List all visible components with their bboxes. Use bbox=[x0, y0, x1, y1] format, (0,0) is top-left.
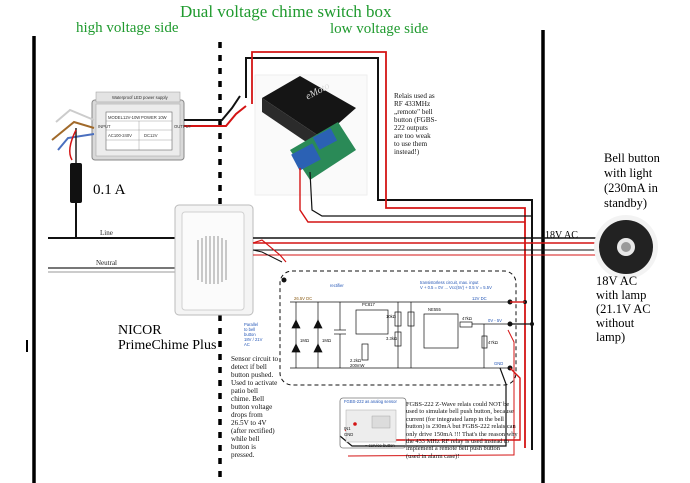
fgbs-module bbox=[339, 397, 407, 449]
ac18-lamp-label: 18V AC with lamp (21.1V AC without lamp) bbox=[596, 274, 651, 344]
schematic-r4-label: 47kΩ bbox=[488, 340, 498, 345]
fgbs-pin-gnd: GND bbox=[344, 432, 354, 437]
schematic-vout-label: 12V DC bbox=[472, 296, 487, 301]
fgbs-pin-in1: IN1 bbox=[344, 426, 351, 431]
psu-model-label: MODEL bbox=[108, 115, 123, 120]
relais-note: Relais used as RF 433MHz „remote" bell b… bbox=[394, 92, 437, 156]
psu-output-label: OUTPUT bbox=[174, 124, 192, 129]
schematic-r2-label: 3.3kΩ bbox=[386, 336, 398, 341]
psu-module bbox=[91, 91, 185, 161]
fgbs-module-title: FGBS-222 as analog sensor bbox=[344, 399, 397, 404]
schematic-rectifier-label: rectifier bbox=[330, 283, 344, 288]
schematic-ne555-label: NE555 bbox=[428, 307, 441, 312]
sensor-circuit-box bbox=[279, 270, 517, 386]
schematic-opto-label: PC817 bbox=[362, 302, 375, 307]
low-voltage-label: low voltage side bbox=[330, 21, 429, 37]
schematic-input-label: 26.5V DC bbox=[294, 296, 313, 301]
psu-input-value: AC100-240V bbox=[108, 133, 132, 138]
fgbs-legend: = service button bbox=[365, 443, 395, 448]
rf-relay-board bbox=[254, 74, 368, 196]
schematic-rv1-label: 1MΩ bbox=[300, 338, 309, 343]
schematic-parallel-note: Parallel to bell button 18V / 21V AC bbox=[244, 322, 263, 347]
schematic-rv2-label: 1MΩ bbox=[322, 338, 331, 343]
bell-button bbox=[594, 215, 658, 279]
fgbs-note: FGBS-222 Z-Wave relais could NOT be used… bbox=[406, 401, 518, 460]
chime-label: NICOR PrimeChime Plus bbox=[118, 323, 217, 353]
schematic-cap-label: 2.2kΩ 200mW bbox=[350, 358, 365, 368]
psu-model-value: 12V-10W bbox=[123, 115, 141, 120]
schematic-gnd-label: GND bbox=[494, 361, 504, 366]
fuse-holder bbox=[69, 128, 82, 230]
schematic-vsig-label: 0V - 5V bbox=[488, 318, 502, 323]
diagram-title: Dual voltage chime switch box bbox=[180, 2, 392, 21]
psu-power-value: 10W bbox=[158, 115, 167, 120]
high-voltage-label: high voltage side bbox=[76, 20, 179, 36]
sensor-note: Sensor circuit to detect if bell button … bbox=[231, 355, 279, 459]
chime-unit bbox=[174, 204, 254, 316]
line-wire-label: Line bbox=[100, 229, 113, 237]
schematic-vcc-note: transistorless circuit, max. input V + 0… bbox=[420, 280, 492, 290]
schematic-r3-label: 47kΩ bbox=[462, 316, 472, 321]
psu-power-label: POWER bbox=[141, 115, 157, 120]
ac-18v-wire-label: 18V AC bbox=[545, 230, 578, 241]
bell-button-label: Bell button with light (230mA in standby… bbox=[604, 151, 660, 210]
neutral-wire-label: Neutral bbox=[96, 259, 117, 267]
sensor-schematic bbox=[290, 301, 510, 369]
psu-caption: Waterproof LED power supply bbox=[112, 95, 168, 100]
schematic-r1-label: 10kΩ bbox=[386, 314, 396, 319]
psu-output-value: DC12V bbox=[144, 133, 158, 138]
psu-input-label: INPUT bbox=[98, 124, 111, 129]
fuse-rating-label: 0.1 A bbox=[93, 182, 126, 198]
